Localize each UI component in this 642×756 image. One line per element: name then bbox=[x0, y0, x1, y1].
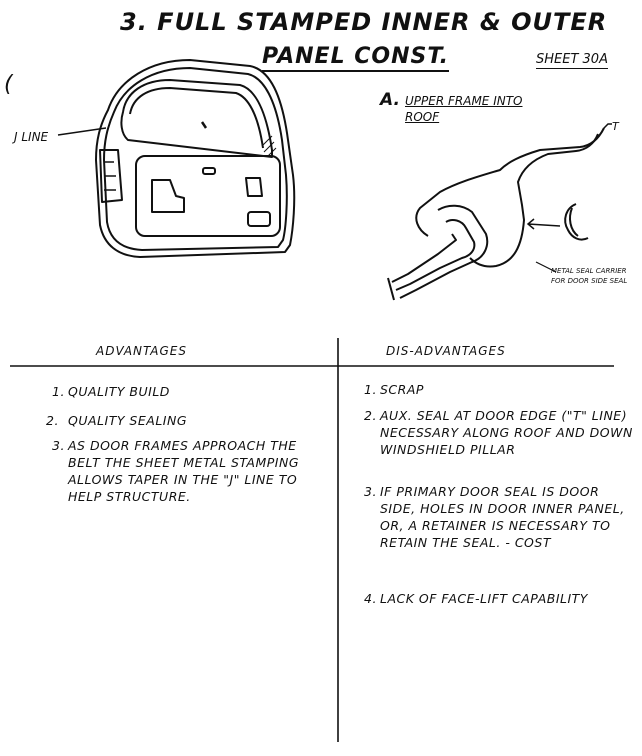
disadvantages-header: DIS-ADVANTAGES bbox=[386, 344, 506, 358]
item-text: SCRAP bbox=[380, 382, 424, 397]
seal-carrier-arrow bbox=[526, 218, 561, 230]
item-text: QUALITY BUILD bbox=[68, 384, 170, 399]
t-line-pointer bbox=[603, 123, 612, 129]
t-line-label: T bbox=[612, 120, 619, 133]
item-text: AUX. SEAL AT DOOR EDGE ("T" LINE) NECESS… bbox=[380, 408, 633, 457]
seal-carrier-label: METAL SEAL CARRIER FOR DOOR SIDE SEAL bbox=[551, 267, 628, 285]
margin-mark: ( bbox=[4, 72, 13, 97]
list-item: 4. LACK OF FACE-LIFT CAPABILITY bbox=[364, 590, 634, 607]
door-panel-hatch bbox=[261, 135, 277, 157]
list-item: 2. QUALITY SEALING bbox=[46, 412, 306, 429]
seal-carrier-icon bbox=[564, 203, 589, 241]
seal-label-leader bbox=[535, 261, 557, 273]
sheet-number: SHEET 30a bbox=[536, 52, 608, 69]
item-number: 2. bbox=[46, 413, 59, 428]
list-item: 3. AS DOOR FRAMES APPROACH THE BELT THE … bbox=[52, 437, 330, 505]
list-item: 1. QUALITY BUILD bbox=[52, 383, 312, 400]
sketch-area bbox=[57, 59, 612, 301]
item-text: LACK OF FACE-LIFT CAPABILITY bbox=[380, 591, 588, 606]
section-a-letter: A. bbox=[380, 90, 400, 110]
page-title-line2: PANEL CONST. bbox=[262, 44, 449, 72]
item-number: 4. bbox=[364, 591, 377, 606]
section-a-title: UPPER FRAME INTO ROOF bbox=[405, 94, 523, 124]
item-number: 1. bbox=[52, 384, 65, 399]
list-item: 2. AUX. SEAL AT DOOR EDGE ("T" LINE) NEC… bbox=[364, 407, 634, 458]
roof-section-sketch bbox=[387, 127, 605, 301]
item-number: 3. bbox=[364, 484, 377, 499]
j-line-pointer bbox=[57, 127, 107, 136]
advantages-header: ADVANTAGES bbox=[96, 344, 187, 358]
j-line-label: J LINE bbox=[14, 130, 49, 144]
item-text: QUALITY SEALING bbox=[68, 413, 188, 428]
door-panel-sketch bbox=[95, 59, 296, 258]
item-text: IF PRIMARY DOOR SEAL IS DOOR SIDE, HOLES… bbox=[380, 484, 625, 550]
page-title: 3. FULL STAMPED INNER & OUTER bbox=[120, 8, 608, 36]
item-number: 2. bbox=[364, 408, 377, 423]
item-number: 1. bbox=[364, 382, 377, 397]
list-item: 3. IF PRIMARY DOOR SEAL IS DOOR SIDE, HO… bbox=[364, 483, 634, 551]
list-item: 1. SCRAP bbox=[364, 381, 634, 398]
item-number: 3. bbox=[52, 438, 65, 453]
item-text: AS DOOR FRAMES APPROACH THE BELT THE SHE… bbox=[68, 438, 300, 504]
